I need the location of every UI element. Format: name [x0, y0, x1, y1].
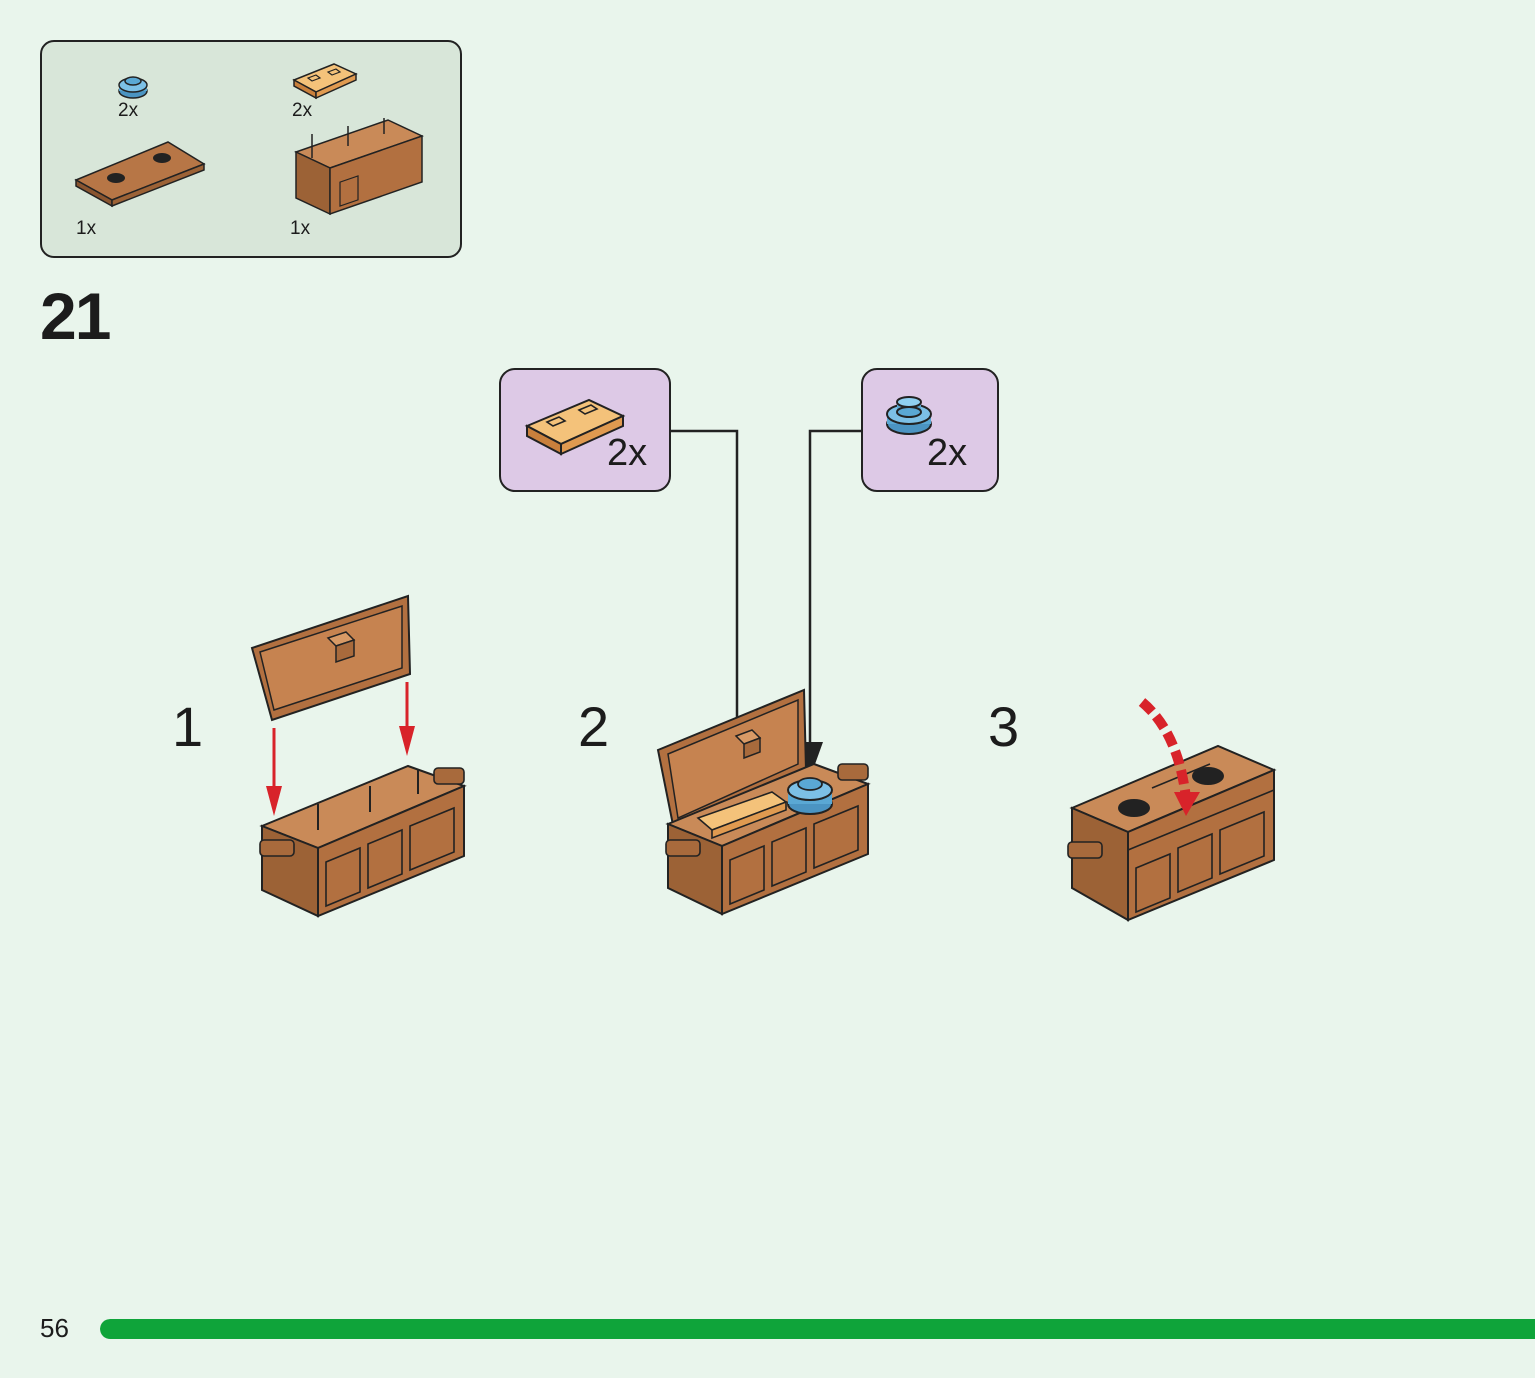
parts-list-box: 2x 2x 1x 1x	[40, 40, 462, 258]
step-number: 21	[40, 279, 111, 353]
chest-base-icon	[294, 118, 424, 216]
parts-qty: 1x	[290, 218, 311, 239]
page-number: 56	[40, 1313, 69, 1343]
parts-qty: 2x	[118, 100, 139, 121]
round-plate-blue-icon	[886, 396, 932, 435]
substep-number: 2	[578, 695, 610, 758]
chest-close-illustration	[1067, 698, 1277, 922]
callout-qty: 2x	[927, 432, 968, 474]
callout-qty: 2x	[607, 432, 648, 474]
chest-lid-attach-illustration	[250, 594, 467, 918]
round-plate-blue-icon	[118, 76, 148, 99]
substep-number: 3	[988, 695, 1020, 758]
chest-fill-illustration	[656, 688, 871, 916]
gold-ingot-icon	[524, 398, 626, 456]
parts-qty: 2x	[292, 100, 313, 121]
callout-gold-ingot: 2x	[499, 368, 671, 492]
parts-qty: 1x	[76, 218, 97, 239]
chest-lid-icon	[74, 141, 206, 208]
callout-round-plate: 2x	[861, 368, 999, 492]
progress-fill	[100, 1319, 1535, 1339]
progress-bar	[100, 1319, 1535, 1339]
gold-ingot-icon	[292, 63, 358, 100]
substep-number: 1	[172, 695, 204, 758]
